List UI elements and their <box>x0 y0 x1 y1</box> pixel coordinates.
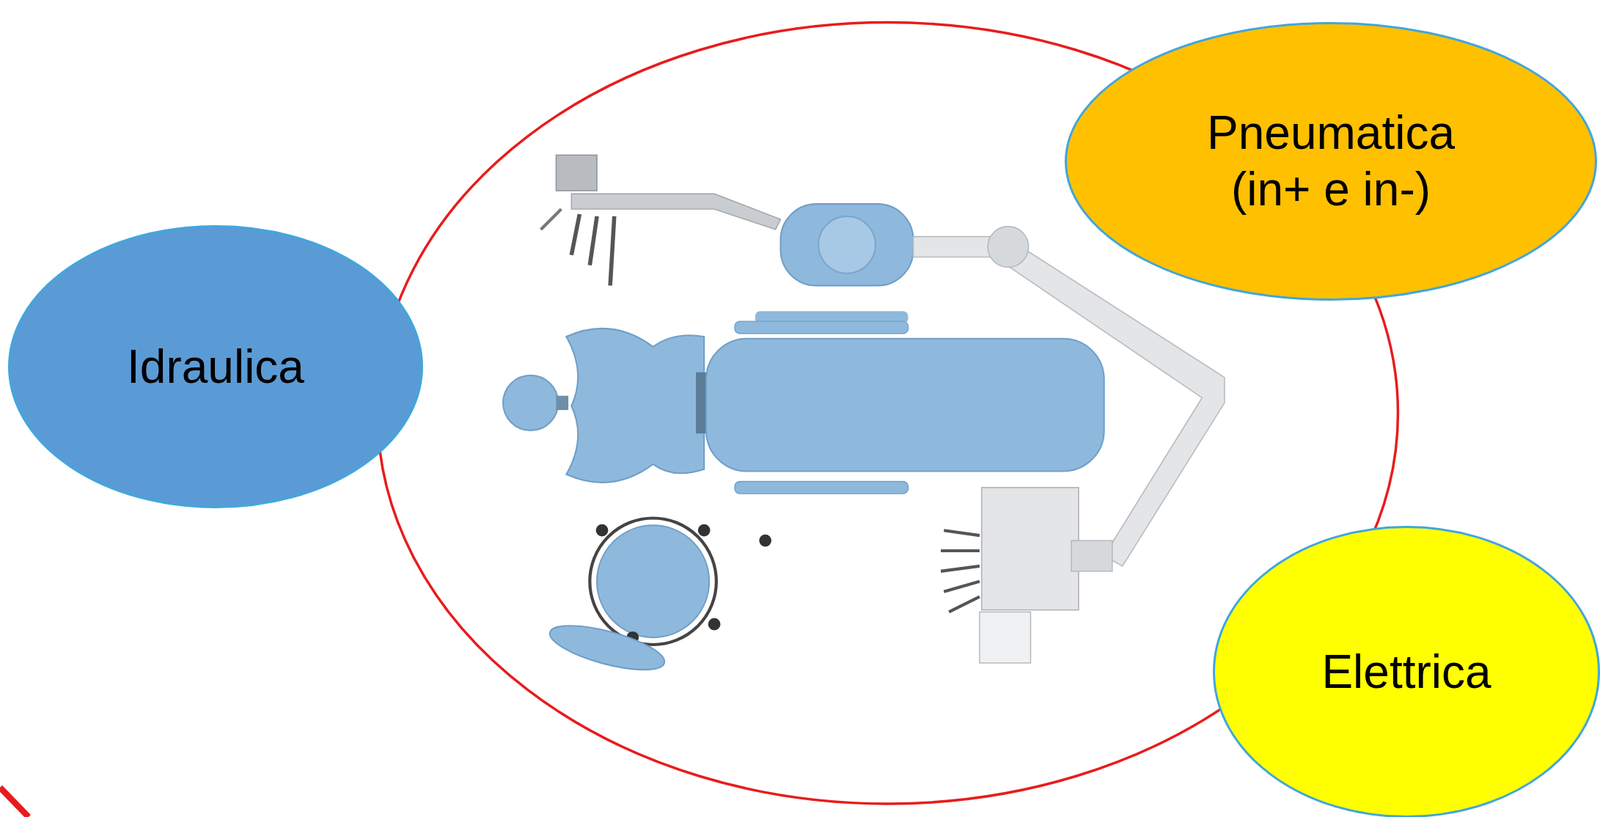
node-label: Pneumatica (in+ e in-) <box>1191 104 1471 218</box>
ellipse-outline <box>1064 21 1598 301</box>
corner-mark <box>0 787 29 817</box>
ellipse-shape <box>1066 23 1597 300</box>
electric-ellipse: Elettrica <box>1212 525 1600 817</box>
node-label: Idraulica <box>61 338 370 396</box>
hydraulic-ellipse: Idraulica <box>8 225 424 509</box>
pneumatic-ellipse: Pneumatica (in+ e in-) <box>1064 21 1598 301</box>
ellipse-shape <box>1214 527 1600 817</box>
ellipse-shape <box>9 226 423 508</box>
node-label: Elettrica <box>1267 643 1546 701</box>
